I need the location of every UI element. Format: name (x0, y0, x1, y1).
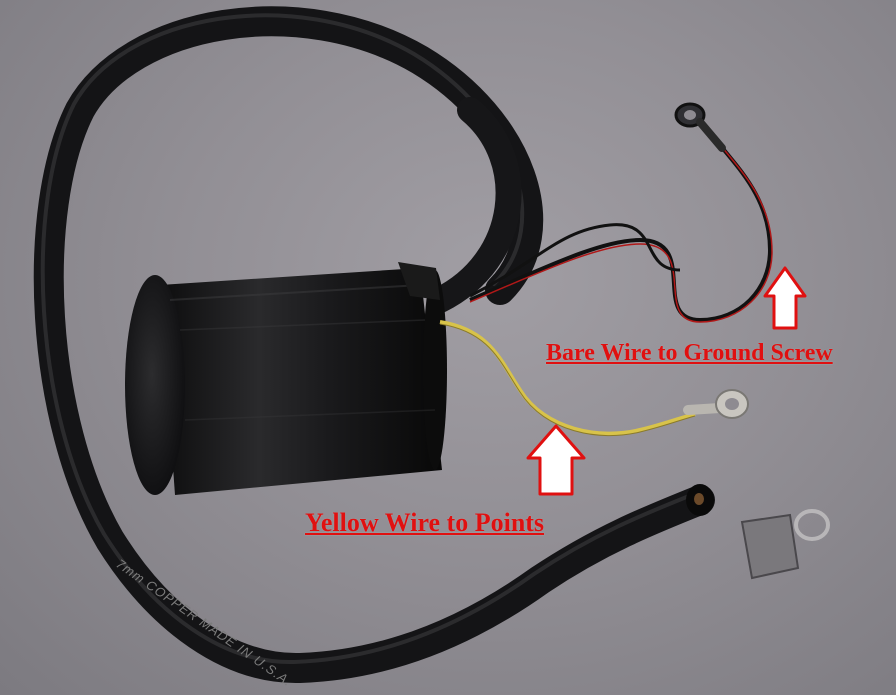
points-annotation: Yellow Wire to Points (305, 508, 545, 537)
arrow-up-icon (526, 424, 586, 496)
yellow-wire (439, 320, 749, 437)
metal-clip (740, 509, 830, 580)
arrow-up-icon (763, 266, 807, 330)
ground-annotation: Bare Wire to Ground Screw (546, 340, 833, 366)
ground-wire (469, 102, 773, 323)
condenser-body (125, 262, 447, 495)
ht-cable (33, 6, 715, 684)
